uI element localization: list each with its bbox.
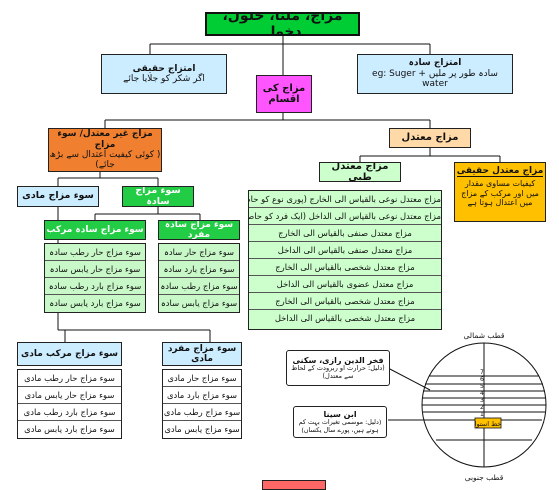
- mizaj-aqsam-text: مزاج کی اقسام: [262, 82, 306, 106]
- mufrad-madi-list: سوء مزاج حار مادی سوء مزاج بارد مادی سوء…: [162, 369, 242, 439]
- imtizaj-haqiqi-title: امتزاج حقیقی: [132, 63, 196, 74]
- tibbi-item: مزاج معتدل عضوی بالقیاس الی الداخل: [249, 276, 441, 293]
- south-pole-label: قطب جنوبی: [465, 473, 504, 482]
- sada-murakkab-item: سوء مزاج حار یابس سادہ: [45, 261, 145, 278]
- murakkab-madi-item: سوء مزاج حار یابس مادی: [18, 387, 121, 404]
- ibn-sina-name: ابن سینا: [323, 410, 357, 420]
- imtizaj-sada-sub: سادہ طور پر ملیں eg: Suger + water: [372, 68, 498, 90]
- globe: [387, 342, 547, 468]
- page-title: مزاج، ملنا، حلول، دخول: [205, 12, 360, 36]
- tibbi-item: مزاج معتدل شخصی بالقیاس الی الداخل: [274, 313, 416, 323]
- imtizaj-haqiqi-box: امتزاج حقیقی اگر شکر کو جلایا جائے: [101, 54, 227, 94]
- motadil-haqiqi-sub: کیفیات مساوی مقدار میں اور مرکب کے مزاج …: [461, 179, 539, 207]
- su-mizaj-madi-box: سوء مزاج مادی: [17, 186, 99, 207]
- murakkab-madi-item: سوء مزاج بارد یابس مادی: [24, 424, 115, 434]
- mizaj-motadil-text: مزاج معتدل: [401, 132, 459, 144]
- sada-murakkab-item: سوء مزاج بارد رطب سادہ: [45, 278, 145, 295]
- latitude-number: 3: [480, 397, 484, 404]
- fakhr-razi-note: (دلیل: حرارت او ربرودت کے لحاظ سے معتدل): [291, 364, 385, 380]
- sada-mufrad-item: سوء مزاج حار سادہ: [159, 244, 239, 261]
- ghair-motadil-box: مزاج غیر معتدل/ سوء مزاج ( کوئی کیفیت اع…: [48, 128, 162, 172]
- tibbi-item: مزاج معتدل صنفی بالقیاس الی الداخل: [249, 242, 441, 259]
- motadil-tibbi-box: مزاج معتدل طبی: [319, 162, 401, 182]
- murakkab-madi-header: سوء مزاج مرکب مادی: [17, 342, 122, 366]
- motadil-tibbi-text: مزاج معتدل طبی: [331, 162, 389, 182]
- murakkab-madi-list: سوء مزاج حار رطب مادی سوء مزاج حار یابس …: [17, 369, 122, 439]
- latitude-number: 2: [480, 404, 484, 411]
- su-mizaj-sada-text: سوء مزاج سادہ: [135, 186, 181, 207]
- sada-mufrad-item: سوء مزاج رطب سادہ: [159, 278, 239, 295]
- imtizaj-haqiqi-sub: اگر شکر کو جلایا جائے: [123, 74, 205, 84]
- ibn-sina-note: (دلیل: موسمی تغیرات بہت کم ہوتے ہیں، پور…: [298, 418, 382, 434]
- sada-murakkab-list: سوء مزاج حار رطب سادہ سوء مزاج حار یابس …: [44, 243, 146, 313]
- sada-mufrad-title: سوء مزاج سادہ مفرد: [164, 220, 234, 240]
- sada-murakkab-header: سوء مزاج سادہ مرکب: [44, 220, 146, 240]
- bottom-cutoff-box: [262, 480, 326, 490]
- mufrad-madi-item: سوء مزاج یابس مادی: [164, 424, 240, 434]
- mufrad-madi-title: سوء مزاج مفرد مادی: [167, 343, 237, 364]
- north-pole-label: قطب شمالی: [464, 331, 505, 340]
- murakkab-madi-item: سوء مزاج بارد رطب مادی: [18, 404, 121, 421]
- sada-murakkab-item: سوء مزاج بارد یابس سادہ: [49, 298, 141, 308]
- mufrad-madi-item: سوء مزاج رطب مادی: [163, 404, 241, 421]
- sada-murakkab-title: سوء مزاج سادہ مرکب: [46, 224, 144, 235]
- fakhr-razi-name: فخر الدین رازی، سکنی: [292, 355, 384, 365]
- su-mizaj-madi-text: سوء مزاج مادی: [22, 190, 94, 202]
- ghair-motadil-title: مزاج غیر معتدل/ سوء مزاج: [57, 129, 153, 150]
- ibn-sina-box: ابن سینا (دلیل: موسمی تغیرات بہت کم ہوتے…: [293, 406, 387, 438]
- latitude-number: 6: [480, 376, 484, 383]
- fakhr-razi-box: فخر الدین رازی، سکنی (دلیل: حرارت او ربر…: [286, 350, 390, 386]
- mufrad-madi-item: سوء مزاج حار مادی: [163, 370, 241, 387]
- tibbi-item: مزاج معتدل شخصی بالقیاس الی الخارج: [249, 259, 441, 276]
- sada-mufrad-item: سوء مزاج بارد سادہ: [159, 261, 239, 278]
- imtizaj-sada-box: امتزاج سادہ سادہ طور پر ملیں eg: Suger +…: [357, 54, 513, 94]
- tibbi-item: مزاج معتدل شخصی بالقیاس الی الخارج: [249, 293, 441, 310]
- mufrad-madi-item: سوء مزاج بارد مادی: [163, 387, 241, 404]
- equator-label: خط استوا: [475, 420, 502, 428]
- latitude-number: 5: [480, 383, 484, 390]
- ghair-motadil-sub: ( کوئی کیفیت اعتدال سے بڑھ جائے): [49, 150, 161, 171]
- latitude-number: 1: [480, 411, 484, 418]
- tibbi-item: مزاج معتدل نوعی بالقیاس الی الخارج (پوری…: [249, 191, 441, 208]
- mizaj-aqsam-box: مزاج کی اقسام: [256, 75, 312, 113]
- sada-murakkab-item: سوء مزاج حار رطب سادہ: [45, 244, 145, 261]
- mufrad-madi-header: سوء مزاج مفرد مادی: [162, 342, 242, 366]
- su-mizaj-sada-box: سوء مزاج سادہ: [122, 186, 194, 207]
- tibbi-item: مزاج معتدل نوعی بالقیاس الی الداخل (ایک …: [249, 208, 441, 225]
- latitude-number: 7: [480, 369, 484, 376]
- murakkab-madi-title: سوء مزاج مرکب مادی: [21, 348, 118, 359]
- motadil-haqiqi-box: مزاج معتدل حقیقی کیفیات مساوی مقدار میں …: [454, 162, 546, 222]
- imtizaj-sada-title: امتزاج سادہ: [408, 58, 462, 69]
- latitude-number: 4: [480, 390, 484, 397]
- sada-mufrad-item: سوء مزاج یابس سادہ: [160, 298, 238, 308]
- motadil-haqiqi-title: مزاج معتدل حقیقی: [456, 166, 544, 178]
- sada-mufrad-list: سوء مزاج حار سادہ سوء مزاج بارد سادہ سوء…: [158, 243, 240, 313]
- tibbi-item: مزاج معتدل صنفی بالقیاس الی الخارج: [249, 225, 441, 242]
- sada-mufrad-header: سوء مزاج سادہ مفرد: [158, 220, 240, 240]
- mizaj-motadil-box: مزاج معتدل: [389, 128, 471, 148]
- murakkab-madi-item: سوء مزاج حار رطب مادی: [18, 370, 121, 387]
- page-title-text: مزاج، ملنا، حلول، دخول: [222, 12, 343, 36]
- motadil-tibbi-list: مزاج معتدل نوعی بالقیاس الی الخارج (پوری…: [248, 190, 442, 330]
